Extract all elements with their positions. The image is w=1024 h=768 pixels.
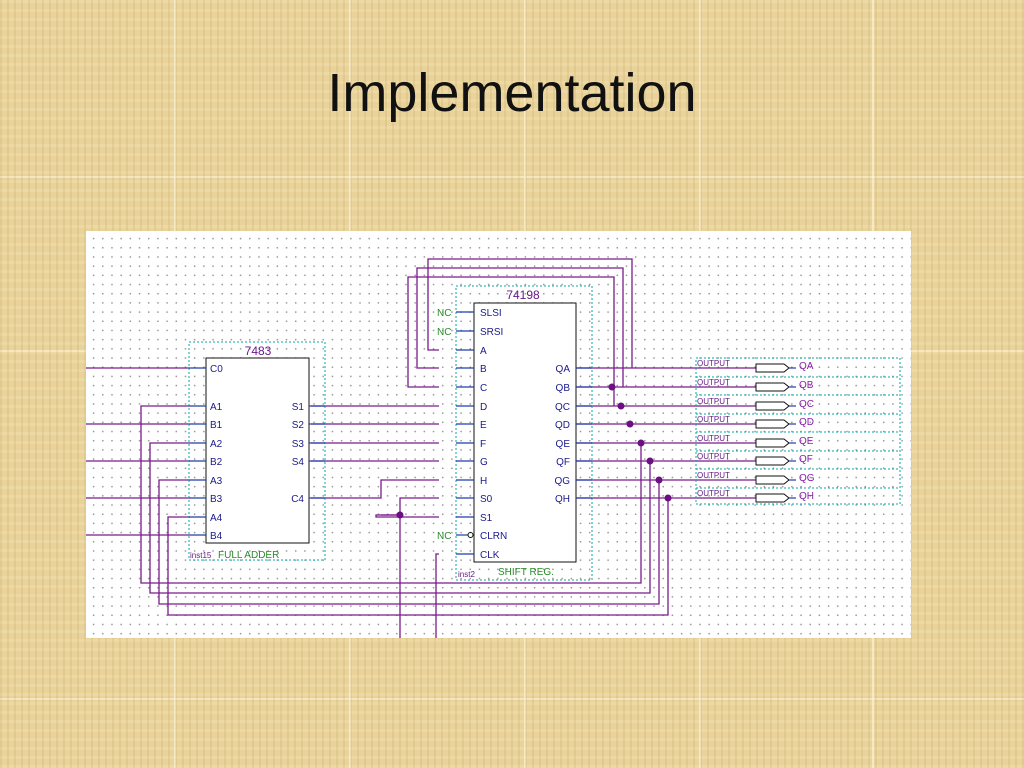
sr-pin-clrn: CLRN xyxy=(480,531,507,542)
slide-title: Implementation xyxy=(327,63,697,123)
shiftreg-part-number: 74198 xyxy=(506,288,540,302)
output-pins: OUTPUT QA OUTPUT QB OUTPUT QC OUTPUT QD … xyxy=(695,357,901,505)
sr-pin-s0: S0 xyxy=(480,494,493,505)
sr-pin-d: D xyxy=(480,402,487,413)
output-name-qg: QG xyxy=(799,473,815,484)
sr-pin-c: C xyxy=(480,383,487,394)
output-name-qd: QD xyxy=(799,417,814,428)
output-type-label: OUTPUT xyxy=(697,471,730,480)
sr-pin-e: E xyxy=(480,420,487,431)
output-name-qa: QA xyxy=(799,361,814,372)
adder-pin-c4: C4 xyxy=(291,494,304,505)
schematic-drawing: 7483 C0 A1 B1 A2 B2 A3 B3 A4 B4 S1 S2 S3… xyxy=(86,258,901,638)
wires xyxy=(86,258,756,638)
output-pin-qc: OUTPUT QC xyxy=(697,397,814,411)
output-pin-qf: OUTPUT QF xyxy=(697,452,813,466)
adder-pin-a4: A4 xyxy=(210,513,223,524)
sr-pin-s1: S1 xyxy=(480,513,493,524)
output-type-label: OUTPUT xyxy=(697,489,730,498)
output-name-qe: QE xyxy=(799,436,814,447)
adder-pin-s4: S4 xyxy=(292,457,305,468)
shift-register-block: 74198 NC NC NC SLSI SRSI A B C xyxy=(437,285,593,581)
output-pin-qa: OUTPUT QA xyxy=(697,359,814,373)
output-type-label: OUTPUT xyxy=(697,415,730,424)
adder-pin-b4: B4 xyxy=(210,531,223,542)
output-name-qc: QC xyxy=(799,399,814,410)
sr-pin-qc: QC xyxy=(555,402,570,413)
full-adder-block: 7483 C0 A1 B1 A2 B2 A3 B3 A4 B4 S1 S2 S3… xyxy=(188,341,326,561)
output-pin-qg: OUTPUT QG xyxy=(697,471,815,485)
sr-pin-slsi: SLSI xyxy=(480,308,502,319)
output-pin-qb: OUTPUT QB xyxy=(697,378,814,392)
output-pin-qe: OUTPUT QE xyxy=(697,434,814,448)
sr-pin-srsi: SRSI xyxy=(480,327,503,338)
output-type-label: OUTPUT xyxy=(697,452,730,461)
sr-pin-b: B xyxy=(480,364,487,375)
schematic-canvas: 7483 C0 A1 B1 A2 B2 A3 B3 A4 B4 S1 S2 S3… xyxy=(86,231,911,638)
adder-pin-b1: B1 xyxy=(210,420,223,431)
adder-pin-a3: A3 xyxy=(210,476,223,487)
sr-pin-qf: QF xyxy=(556,457,570,468)
output-type-label: OUTPUT xyxy=(697,397,730,406)
sr-pin-qb: QB xyxy=(556,383,571,394)
shiftreg-instance: inst2 xyxy=(458,570,475,579)
nc-clrn: NC xyxy=(437,531,451,542)
sr-pin-qg: QG xyxy=(554,476,570,487)
adder-pin-s3: S3 xyxy=(292,439,305,450)
output-pin-qd: OUTPUT QD xyxy=(697,415,814,429)
adder-part-number: 7483 xyxy=(245,344,272,358)
output-type-label: OUTPUT xyxy=(697,378,730,387)
output-name-qh: QH xyxy=(799,491,814,502)
adder-pin-s2: S2 xyxy=(292,420,305,431)
sr-pin-qa: QA xyxy=(556,364,571,375)
nc-slsi: NC xyxy=(437,308,451,319)
adder-pin-b3: B3 xyxy=(210,494,223,505)
sr-pin-g: G xyxy=(480,457,488,468)
sr-pin-clk: CLK xyxy=(480,550,500,561)
shiftreg-name: SHIFT REG. xyxy=(498,567,554,578)
adder-pin-b2: B2 xyxy=(210,457,223,468)
adder-pin-s1: S1 xyxy=(292,402,305,413)
sr-pin-h: H xyxy=(480,476,487,487)
output-name-qb: QB xyxy=(799,380,814,391)
output-name-qf: QF xyxy=(799,454,813,465)
adder-pin-c0: C0 xyxy=(210,364,223,375)
adder-pin-a2: A2 xyxy=(210,439,223,450)
adder-pin-a1: A1 xyxy=(210,402,223,413)
nc-srsi: NC xyxy=(437,327,451,338)
sr-pin-qe: QE xyxy=(556,439,571,450)
sr-pin-qd: QD xyxy=(555,420,570,431)
output-type-label: OUTPUT xyxy=(697,359,730,368)
adder-instance: inst15 xyxy=(190,551,212,560)
sr-pin-qh: QH xyxy=(555,494,570,505)
sr-pin-a: A xyxy=(480,346,487,357)
adder-name: FULL ADDER xyxy=(218,550,279,561)
sr-pin-f: F xyxy=(480,439,486,450)
output-type-label: OUTPUT xyxy=(697,434,730,443)
output-pin-qh: OUTPUT QH xyxy=(697,489,814,503)
